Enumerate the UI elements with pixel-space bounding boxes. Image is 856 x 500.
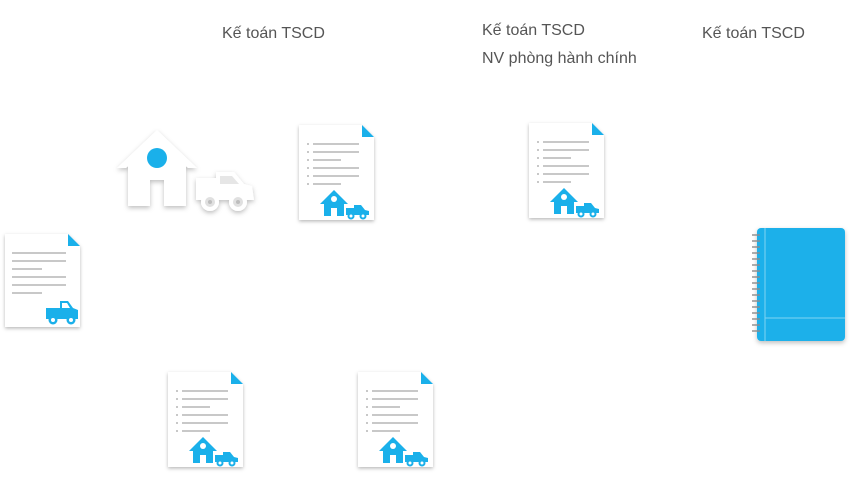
role-label-col1: Kế toán TSCD: [222, 25, 325, 42]
role-label-col2-line2: NV phòng hành chính: [482, 50, 637, 67]
asset-document-icon: [296, 122, 378, 226]
asset-document-icon: [526, 120, 608, 224]
asset-document-icon: [165, 369, 247, 473]
asset-document-icon: [355, 369, 437, 473]
ledger-book-icon: [748, 224, 848, 346]
vehicle-document-icon: [2, 231, 84, 333]
role-label-col3: Kế toán TSCD: [702, 25, 805, 42]
house-window-dot: [147, 148, 167, 168]
role-label-col2-line1: Kế toán TSCD: [482, 22, 585, 39]
house-truck-icon: [112, 128, 258, 214]
